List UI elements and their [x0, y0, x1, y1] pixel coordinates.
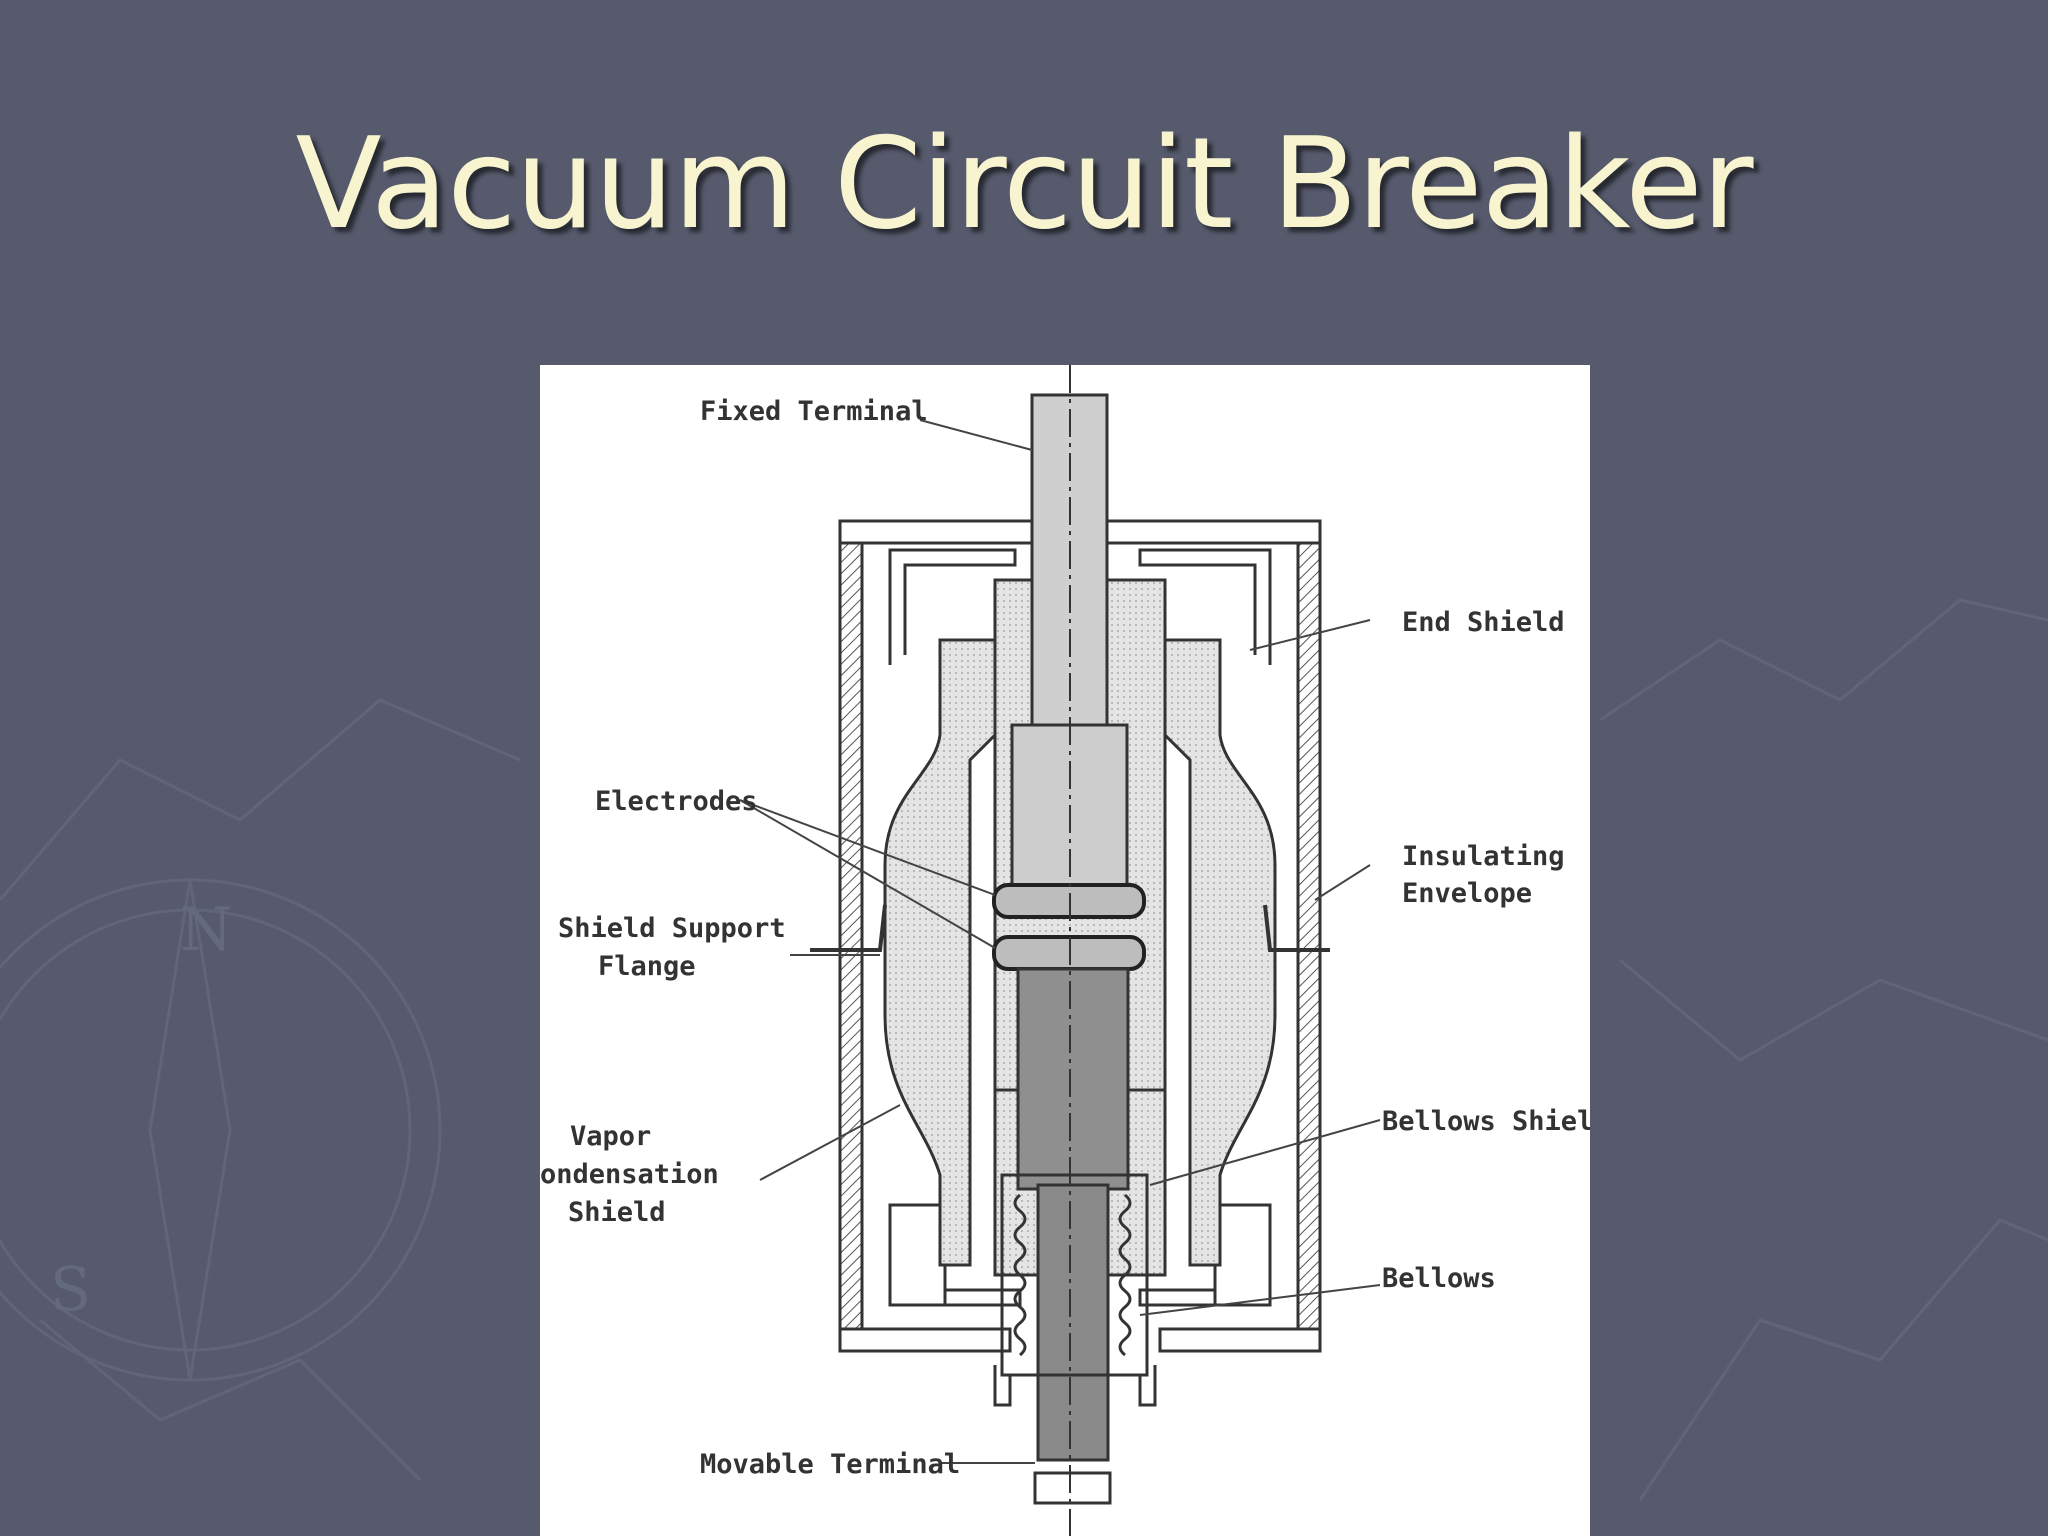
label-shield: Shield: [568, 1197, 666, 1228]
compass-n-glyph: N: [180, 895, 233, 965]
vapor-condensation-shield: [883, 638, 1277, 1267]
label-movable-terminal: Movable Terminal: [700, 1449, 960, 1480]
bellows: [993, 1173, 1157, 1407]
label-vapor: Vapor: [570, 1121, 651, 1152]
movable-terminal-stub: [1033, 1471, 1112, 1505]
label-envelope: Envelope: [1402, 878, 1532, 909]
insulating-envelope: [838, 519, 1322, 1353]
slide-title: Vacuum Circuit Breaker: [295, 110, 1753, 257]
leader-lines: [739, 419, 1381, 1464]
end-shield: [888, 548, 1272, 1307]
compass-s-glyph: S: [50, 1255, 91, 1325]
label-flange: Flange: [598, 951, 696, 982]
label-end-shield: End Shield: [1402, 607, 1565, 638]
vacuum-breaker-diagram: Fixed Terminal End Shield Electrodes Ins…: [540, 365, 1590, 1536]
diagram-canvas: Fixed Terminal End Shield Electrodes Ins…: [540, 365, 1590, 1536]
label-bellows-shield: Bellows Shield: [1382, 1106, 1590, 1137]
label-electrodes: Electrodes: [595, 786, 758, 817]
label-shield-support: Shield Support: [558, 913, 786, 944]
label-bellows: Bellows: [1382, 1263, 1496, 1294]
label-fixed-terminal: Fixed Terminal: [700, 396, 928, 427]
movable-terminal-rod: [1016, 967, 1130, 1191]
shield-support-flange: [810, 904, 1330, 952]
label-insulating: Insulating: [1402, 841, 1565, 872]
label-condensation: ondensation: [540, 1159, 719, 1190]
